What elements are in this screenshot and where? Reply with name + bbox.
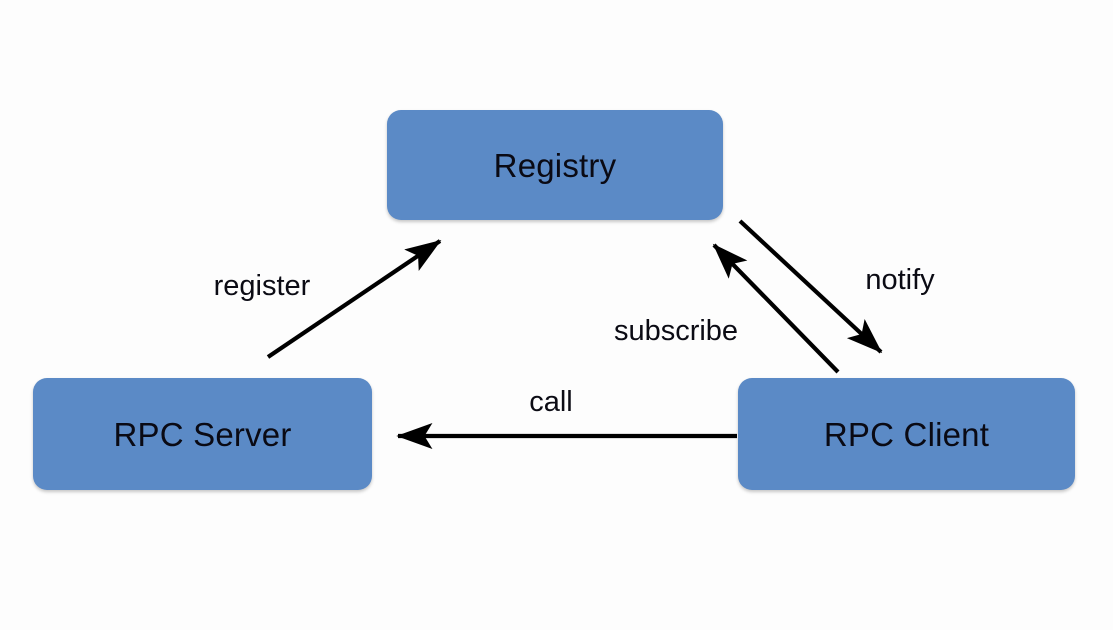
node-rpc-client[interactable]: RPC Client: [738, 378, 1075, 490]
arrow-notify: [738, 219, 883, 354]
node-rpc-client-label: RPC Client: [823, 415, 990, 453]
edge-label-notify: notify: [865, 264, 935, 296]
edge-label-subscribe: subscribe: [613, 315, 739, 347]
node-registry[interactable]: Registry: [387, 110, 723, 220]
edge-label-call: call: [529, 386, 573, 418]
node-registry-label: Registry: [493, 146, 617, 184]
edge-label-register: register: [213, 270, 311, 302]
arrow-subscribe: [712, 243, 840, 374]
node-rpc-server[interactable]: RPC Server: [33, 378, 372, 490]
arrow-register: [266, 239, 442, 359]
node-rpc-server-label: RPC Server: [113, 415, 292, 453]
